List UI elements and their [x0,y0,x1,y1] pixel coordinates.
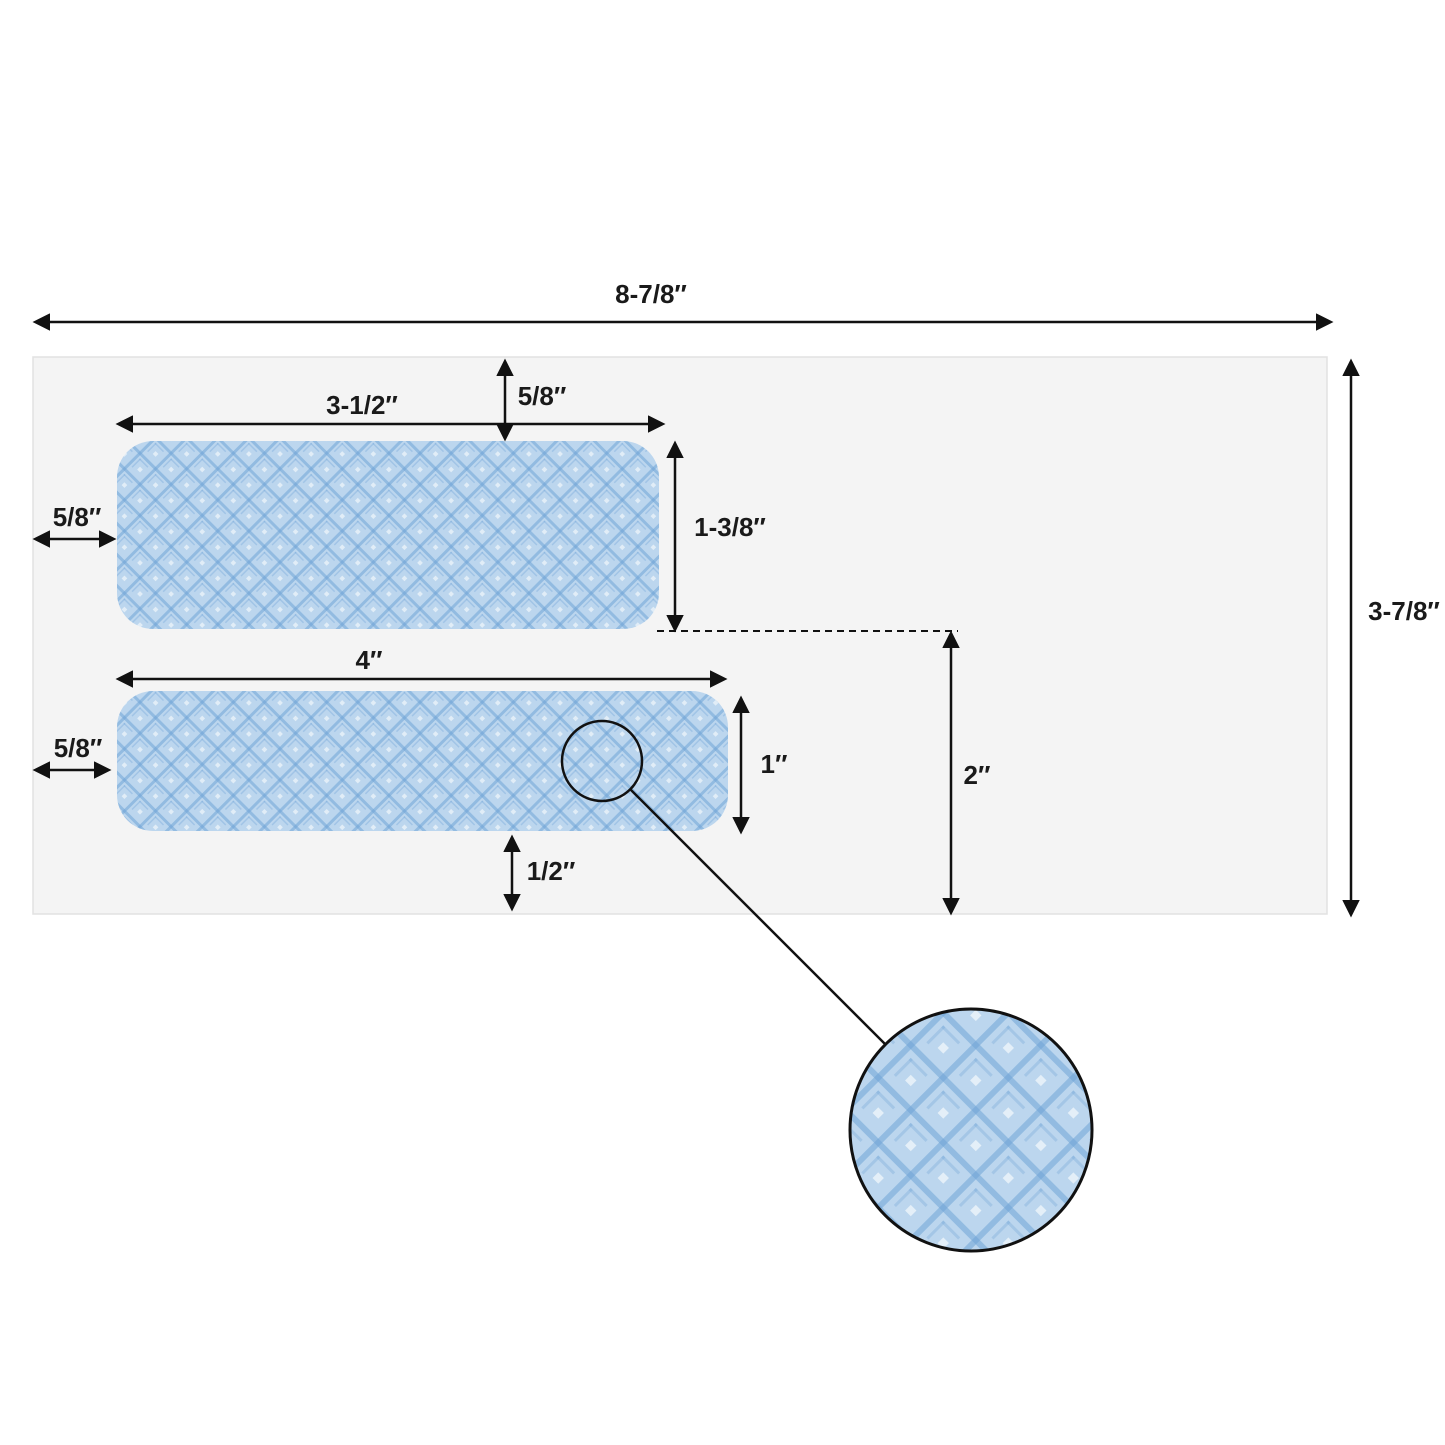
top-window-top-margin-label: 5/8″ [518,381,567,411]
top-window-width-label: 3-1/2″ [326,390,398,420]
bottom-window-left-margin-label: 5/8″ [54,733,103,763]
top-window [117,441,659,629]
bottom-window [117,691,728,831]
envelope-width-label: 8-7/8″ [615,279,687,309]
top-window-height-label: 1-3/8″ [694,512,766,542]
magnified-pattern [850,1009,1092,1251]
magnifier-connector-line [629,788,887,1046]
magnified-pattern-group [850,1009,1092,1251]
bottom-window-width-label: 4″ [356,645,383,675]
magnifier-focus-circle [560,719,644,803]
magnifier-lens-circle [848,1007,1094,1253]
top-window-left-margin-label: 5/8″ [53,502,102,532]
bottom-window-bottom-margin-label: 1/2″ [527,856,576,886]
window-to-bottom-label: 2″ [964,760,991,790]
bottom-window-height-label: 1″ [761,749,788,779]
envelope-height-label: 3-7/8″ [1368,596,1440,626]
